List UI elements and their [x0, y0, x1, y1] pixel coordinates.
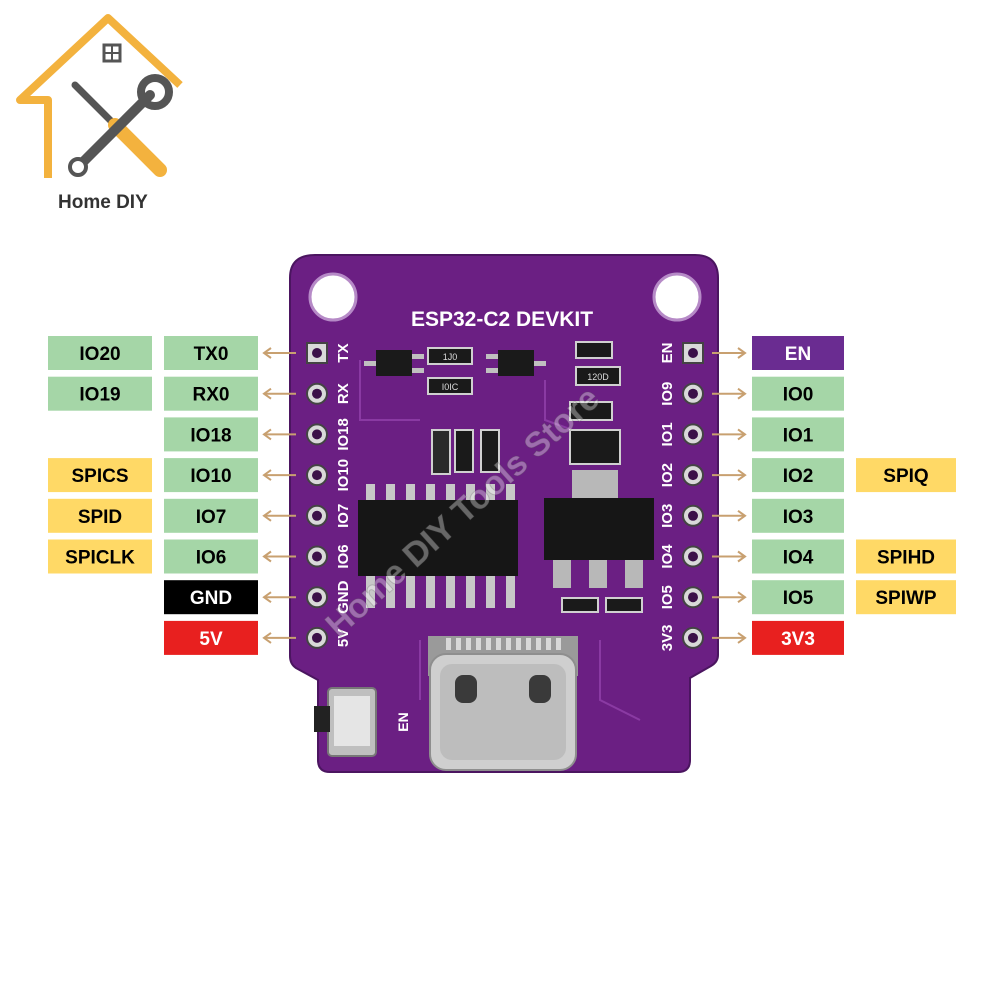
pin-label-text: IO20 [79, 344, 120, 365]
pin-label-box [752, 539, 844, 574]
pin-label-box [48, 498, 152, 533]
pin-label-box [856, 539, 956, 574]
pin-label-text: TX0 [194, 344, 229, 365]
pin-label-text: IO2 [783, 466, 814, 487]
right-silk-label: IO3 [659, 504, 676, 528]
en-button[interactable] [314, 687, 377, 757]
pin-label-text: IO7 [196, 507, 227, 528]
pin-label-box [752, 336, 844, 370]
transistor-left [364, 350, 424, 376]
pin-label-text: IO1 [783, 425, 814, 446]
chip-mark-2: I0IC [442, 382, 459, 392]
home-diy-logo [16, 14, 183, 178]
pin-label-box [752, 580, 844, 615]
pin-label-box [48, 458, 152, 493]
pin-label-box [752, 620, 844, 655]
right-silk-label: IO1 [659, 422, 676, 446]
pin-label-box [48, 336, 152, 370]
ceramic-cap [431, 429, 451, 475]
left-silk-label: 5V [335, 629, 352, 647]
usb-c-connector [428, 636, 578, 771]
pin-label-box [164, 417, 258, 452]
mounting-hole-right [652, 272, 702, 322]
transistor-right [486, 350, 546, 376]
pin-label-text: 3V3 [781, 629, 815, 650]
pin-label-box [752, 376, 844, 411]
pin-label-text: IO6 [196, 548, 227, 569]
usb-serial-chip [358, 484, 518, 608]
pin-label-box [164, 458, 258, 493]
right-silk-label: IO4 [659, 544, 676, 569]
voltage-regulator [544, 470, 654, 588]
pin-label-box [752, 417, 844, 452]
pin-label-text: IO4 [783, 548, 814, 569]
pin-label-box [164, 498, 258, 533]
left-silk-label: IO6 [335, 544, 352, 568]
left-silk-label: TX [335, 343, 352, 362]
left-silk-label: GND [335, 580, 352, 614]
pin-label-box [164, 620, 258, 655]
pin-label-text: SPICS [71, 466, 128, 487]
right-silk-label: EN [659, 343, 676, 364]
left-silk-label: IO18 [335, 418, 352, 451]
pin-label-text: GND [190, 588, 232, 609]
chip-mark-1: 1J0 [443, 352, 458, 362]
logo-wrench-icon [68, 74, 173, 177]
pin-label-box [164, 376, 258, 411]
chip-mark-3: 120D [587, 372, 609, 382]
pin-label-text: SPICLK [65, 548, 135, 569]
pin-label-text: RX0 [193, 385, 230, 406]
pin-label-box [48, 539, 152, 574]
right-silk-label: IO9 [659, 382, 676, 406]
devkit-board: ESP32-C2 DEVKIT [289, 254, 719, 773]
pin-label-text: IO18 [190, 425, 231, 446]
pin-label-box [752, 498, 844, 533]
pin-label-box [856, 458, 956, 493]
smd-components [427, 341, 643, 613]
pin-label-text: SPID [78, 507, 122, 528]
pin-label-box [164, 539, 258, 574]
right-silk-label: 3V3 [659, 625, 676, 652]
right-silk-label: IO2 [659, 463, 676, 487]
pin-label-box [164, 336, 258, 370]
pin-label-box [752, 458, 844, 493]
logo-house-outline-icon [16, 14, 183, 178]
pin-label-box [48, 376, 152, 411]
logo-screwdriver-icon [71, 81, 167, 177]
left-silk-label: RX [335, 383, 352, 404]
board-title: ESP32-C2 DEVKIT [411, 308, 593, 331]
pin-label-text: SPIHD [877, 548, 935, 569]
pin-label-text: IO5 [783, 588, 814, 609]
left-silk-label: IO10 [335, 459, 352, 492]
pin-label-text: IO19 [79, 385, 120, 406]
pin-label-box [856, 580, 956, 615]
pcb-traces [359, 360, 641, 721]
pin-label-text: SPIQ [883, 466, 928, 487]
pin-label-text: IO10 [190, 466, 231, 487]
left-silk-label: IO7 [335, 504, 352, 528]
mounting-hole-left [308, 272, 358, 322]
en-button-label: EN [395, 712, 411, 731]
logo-text: Home DIY [58, 192, 148, 213]
right-silk-label: IO5 [659, 585, 676, 609]
pin-label-text: 5V [199, 629, 223, 650]
pin-label-text: SPIWP [875, 588, 937, 609]
pin-label-text: EN [785, 344, 811, 365]
pin-label-text: IO0 [783, 385, 814, 406]
pin-label-text: IO3 [783, 507, 814, 528]
pin-label-box [164, 580, 258, 615]
